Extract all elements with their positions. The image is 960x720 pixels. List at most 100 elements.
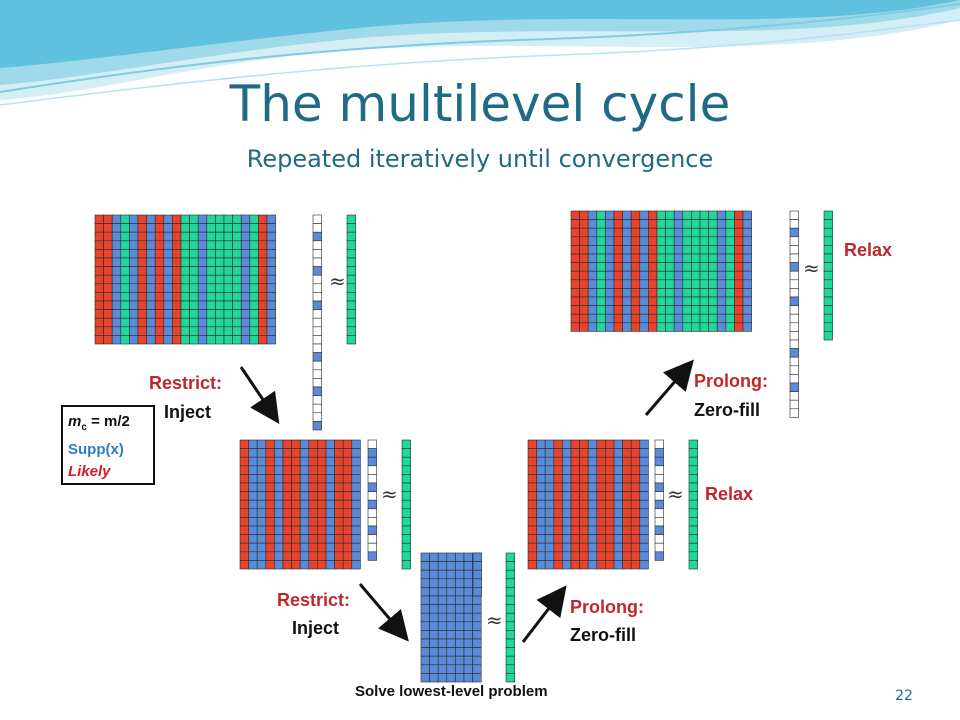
matrix-cell — [248, 474, 258, 484]
matrix-cell — [239, 560, 249, 570]
vector-cell — [367, 499, 377, 510]
matrix-cell — [189, 214, 199, 224]
matrix-cell — [94, 223, 104, 233]
vector-cell — [312, 335, 322, 345]
matrix-cell — [596, 227, 606, 238]
matrix-cell — [111, 240, 122, 250]
matrix-cell — [317, 551, 327, 561]
matrix-cell — [630, 499, 641, 510]
matrix-cell — [562, 517, 572, 527]
matrix-cell — [579, 474, 589, 484]
matrix-cell — [206, 231, 216, 242]
matrix-cell — [154, 266, 165, 276]
matrix-cell — [699, 245, 709, 255]
vector-cell — [654, 474, 664, 484]
matrix-cell — [472, 647, 482, 657]
matrix-cell — [596, 439, 606, 449]
matrix-top-left — [94, 214, 276, 345]
page-number: 22 — [895, 688, 913, 704]
matrix-cell — [351, 448, 361, 458]
matrix-cell — [570, 456, 580, 467]
matrix-cell — [570, 517, 580, 527]
matrix-cell — [596, 270, 606, 281]
matrix-cell — [536, 448, 546, 458]
matrix-cell — [691, 270, 701, 281]
matrix-cell — [172, 249, 182, 259]
matrix-cell — [163, 266, 173, 276]
vector-cell — [312, 309, 322, 319]
matrix-cell — [308, 525, 318, 535]
vector-cell — [505, 595, 515, 605]
matrix-cell — [699, 322, 709, 332]
matrix-cell — [180, 335, 190, 345]
matrix-cell — [570, 270, 580, 281]
matrix-cell — [429, 664, 439, 674]
matrix-cell — [299, 517, 310, 527]
matrix-cell — [154, 249, 165, 259]
matrix-cell — [691, 313, 701, 324]
matrix-cell — [180, 326, 190, 336]
matrix-cell — [630, 448, 641, 458]
matrix-cell — [342, 551, 353, 561]
matrix-cell — [308, 542, 318, 553]
vector-cell — [789, 296, 799, 306]
matrix-cell — [325, 491, 335, 501]
vector-cell — [505, 604, 515, 614]
matrix-cell — [154, 223, 165, 233]
matrix-cell — [605, 508, 615, 518]
vector-cell — [346, 326, 356, 336]
matrix-cell — [463, 612, 473, 623]
matrix-cell — [111, 292, 122, 302]
vector-cell — [312, 403, 322, 414]
matrix-cell — [613, 227, 623, 238]
vector-cell — [688, 525, 698, 535]
matrix-cell — [334, 525, 344, 535]
matrix-cell — [172, 214, 182, 224]
vector-cell — [823, 253, 833, 263]
matrix-cell — [570, 288, 580, 298]
matrix-cell — [240, 214, 251, 224]
matrix-cell — [639, 288, 649, 298]
matrix-cell — [189, 309, 199, 319]
matrix-cell — [120, 214, 130, 224]
matrix-cell — [239, 456, 249, 467]
matrix-cell — [673, 227, 684, 238]
matrix-cell — [163, 283, 173, 293]
matrix-cell — [265, 491, 275, 501]
matrix-cell — [299, 542, 310, 553]
matrix-cell — [630, 296, 641, 306]
matrix-cell — [742, 253, 752, 263]
matrix-cell — [266, 249, 276, 259]
matrix-cell — [249, 257, 259, 267]
vector-cell — [367, 491, 377, 501]
matrix-cell — [258, 283, 268, 293]
matrix-cell — [103, 249, 113, 259]
matrix-cell — [342, 439, 353, 449]
vector-cell — [367, 508, 377, 518]
matrix-cell — [274, 517, 284, 527]
legend-mc-var: m — [68, 413, 82, 430]
matrix-cell — [699, 227, 709, 238]
matrix-cell — [682, 296, 692, 306]
vector-cell — [789, 374, 799, 384]
matrix-cell — [420, 569, 430, 580]
matrix-cell — [605, 253, 615, 263]
matrix-cell — [613, 296, 623, 306]
matrix-cell — [249, 266, 259, 276]
matrix-cell — [587, 305, 598, 315]
vector-cell — [688, 448, 698, 458]
matrix-cell — [291, 508, 301, 518]
matrix-cell — [639, 482, 649, 492]
matrix-cell — [622, 262, 632, 272]
matrix-cell — [317, 491, 327, 501]
matrix-cell — [682, 313, 692, 324]
matrix-cell — [240, 231, 251, 242]
matrix-cell — [553, 508, 563, 518]
matrix-cell — [605, 551, 615, 561]
matrix-cell — [716, 305, 727, 315]
matrix-cell — [154, 214, 165, 224]
matrix-cell — [630, 236, 641, 246]
matrix-cell — [308, 439, 318, 449]
matrix-cell — [249, 326, 259, 336]
matrix-cell — [299, 465, 310, 475]
